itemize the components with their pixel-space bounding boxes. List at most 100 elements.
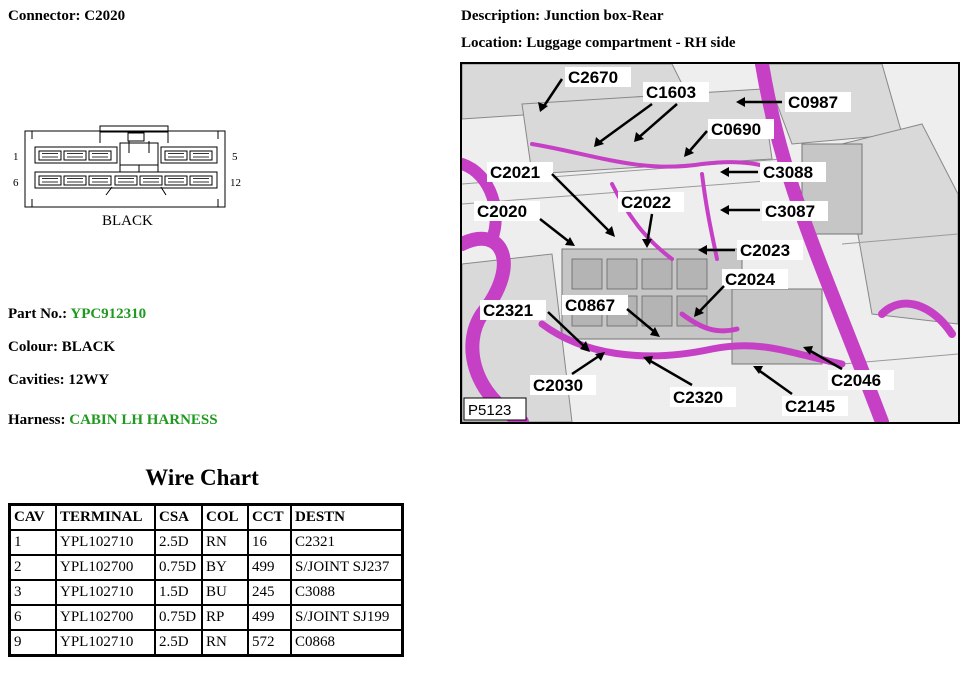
location-value: Luggage compartment - RH side [526,35,736,51]
callout-c2030: C2030 [530,375,596,395]
svg-text:C2321: C2321 [483,301,533,320]
pin-label-12: 12 [230,177,241,189]
cavities-label: Cavities: [8,372,65,388]
callout-c2023: C2023 [737,240,803,260]
header-terminal: TERMINAL [55,503,156,531]
callout-c2670: C2670 [565,67,631,87]
cell-cav: 3 [8,579,57,606]
wire-chart-table: CAV TERMINAL CSA COL CCT DESTN 1 YPL1027… [8,503,404,657]
callout-c3088: C3088 [760,162,826,182]
header-destn: DESTN [290,503,404,531]
svg-text:C2023: C2023 [740,241,790,260]
connector-face-diagram: 1 5 6 12 BLACK [13,125,241,229]
header-cct: CCT [247,503,292,531]
cell-cct: 572 [247,629,292,657]
svg-text:C1603: C1603 [646,83,696,102]
svg-text:C2024: C2024 [725,270,776,289]
harness-line: Harness: CABIN LH HARNESS [8,412,218,429]
cell-csa: 2.5D [154,629,203,657]
svg-text:C2670: C2670 [568,68,618,87]
callout-c1603: C1603 [643,82,709,102]
part-no-label: Part No.: [8,306,68,322]
cell-destn: C2321 [290,529,404,556]
table-header-row: CAV TERMINAL CSA COL CCT DESTN [8,503,404,531]
cell-terminal: YPL102710 [55,629,156,657]
description-line: Description: Junction box-Rear [461,8,664,25]
table-row: 3 YPL102710 1.5D BU 245 C3088 [8,579,404,606]
cavities-line: Cavities: 12WY [8,372,109,389]
svg-text:C0690: C0690 [711,120,761,139]
callout-c0690: C0690 [708,119,774,139]
table-row: 6 YPL102700 0.75D RP 499 S/JOINT SJ199 [8,604,404,631]
callout-c2145: C2145 [782,396,848,416]
header-cav: CAV [8,503,57,531]
cell-csa: 0.75D [154,554,203,581]
callout-c2021: C2021 [487,162,553,182]
cell-csa: 1.5D [154,579,203,606]
svg-text:C0987: C0987 [788,93,838,112]
callout-c2022: C2022 [618,192,684,212]
callout-c2321: C2321 [480,300,546,320]
callout-c2046: C2046 [828,370,894,390]
header-csa: CSA [154,503,203,531]
cavities-value: 12WY [68,372,110,388]
cell-terminal: YPL102700 [55,604,156,631]
cell-destn: S/JOINT SJ237 [290,554,404,581]
svg-text:C2320: C2320 [673,388,723,407]
colour-value: BLACK [61,339,116,355]
location-line: Location: Luggage compartment - RH side [461,35,736,52]
pin-label-5: 5 [232,151,238,163]
cell-cav: 2 [8,554,57,581]
cell-destn: S/JOINT SJ199 [290,604,404,631]
location-photo: C2670 C1603 C0987 C0690 C3088 C2021 C308… [460,62,960,424]
svg-text:C0867: C0867 [565,296,615,315]
colour-label: Colour: [8,339,58,355]
callout-c2320: C2320 [670,387,736,407]
colour-line: Colour: BLACK [8,339,115,356]
connector-label: Connector: [8,8,81,24]
svg-text:C2030: C2030 [533,376,583,395]
cell-destn: C3088 [290,579,404,606]
part-no-line: Part No.: YPC912310 [8,306,146,323]
cell-col: BY [201,554,249,581]
callout-c0987: C0987 [785,92,851,112]
cell-csa: 2.5D [154,529,203,556]
svg-text:C2020: C2020 [477,202,527,221]
svg-text:P5123: P5123 [468,402,511,419]
callout-c3087: C3087 [762,201,828,221]
pin-label-6: 6 [13,177,19,189]
cell-cav: 6 [8,604,57,631]
cell-col: BU [201,579,249,606]
cell-cct: 499 [247,554,292,581]
svg-text:C2022: C2022 [621,193,671,212]
cell-col: RP [201,604,249,631]
photo-illustration: C2670 C1603 C0987 C0690 C3088 C2021 C308… [462,64,958,422]
pin-label-1: 1 [13,151,19,163]
cell-col: RN [201,629,249,657]
callout-c0867: C0867 [562,295,628,315]
description-label: Description: [461,8,541,24]
connector-line: Connector: C2020 [8,8,125,25]
part-no-link[interactable]: YPC912310 [70,306,147,322]
callout-c2024: C2024 [722,269,788,289]
harness-link[interactable]: CABIN LH HARNESS [69,412,218,428]
svg-text:C2046: C2046 [831,371,881,390]
table-row: 2 YPL102700 0.75D BY 499 S/JOINT SJ237 [8,554,404,581]
diagram-colour-caption: BLACK [102,213,153,229]
svg-text:C3087: C3087 [765,202,815,221]
cell-csa: 0.75D [154,604,203,631]
header-col: COL [201,503,249,531]
cell-cct: 245 [247,579,292,606]
table-row: 9 YPL102710 2.5D RN 572 C0868 [8,629,404,657]
cell-destn: C0868 [290,629,404,657]
svg-text:C2021: C2021 [490,163,540,182]
cell-cav: 9 [8,629,57,657]
connector-value: C2020 [84,8,126,24]
location-label: Location: [461,35,523,51]
cell-cct: 499 [247,604,292,631]
svg-text:C2145: C2145 [785,397,835,416]
cell-col: RN [201,529,249,556]
cell-terminal: YPL102700 [55,554,156,581]
callout-c2020: C2020 [474,201,540,221]
wire-chart-title: Wire Chart [145,465,259,490]
